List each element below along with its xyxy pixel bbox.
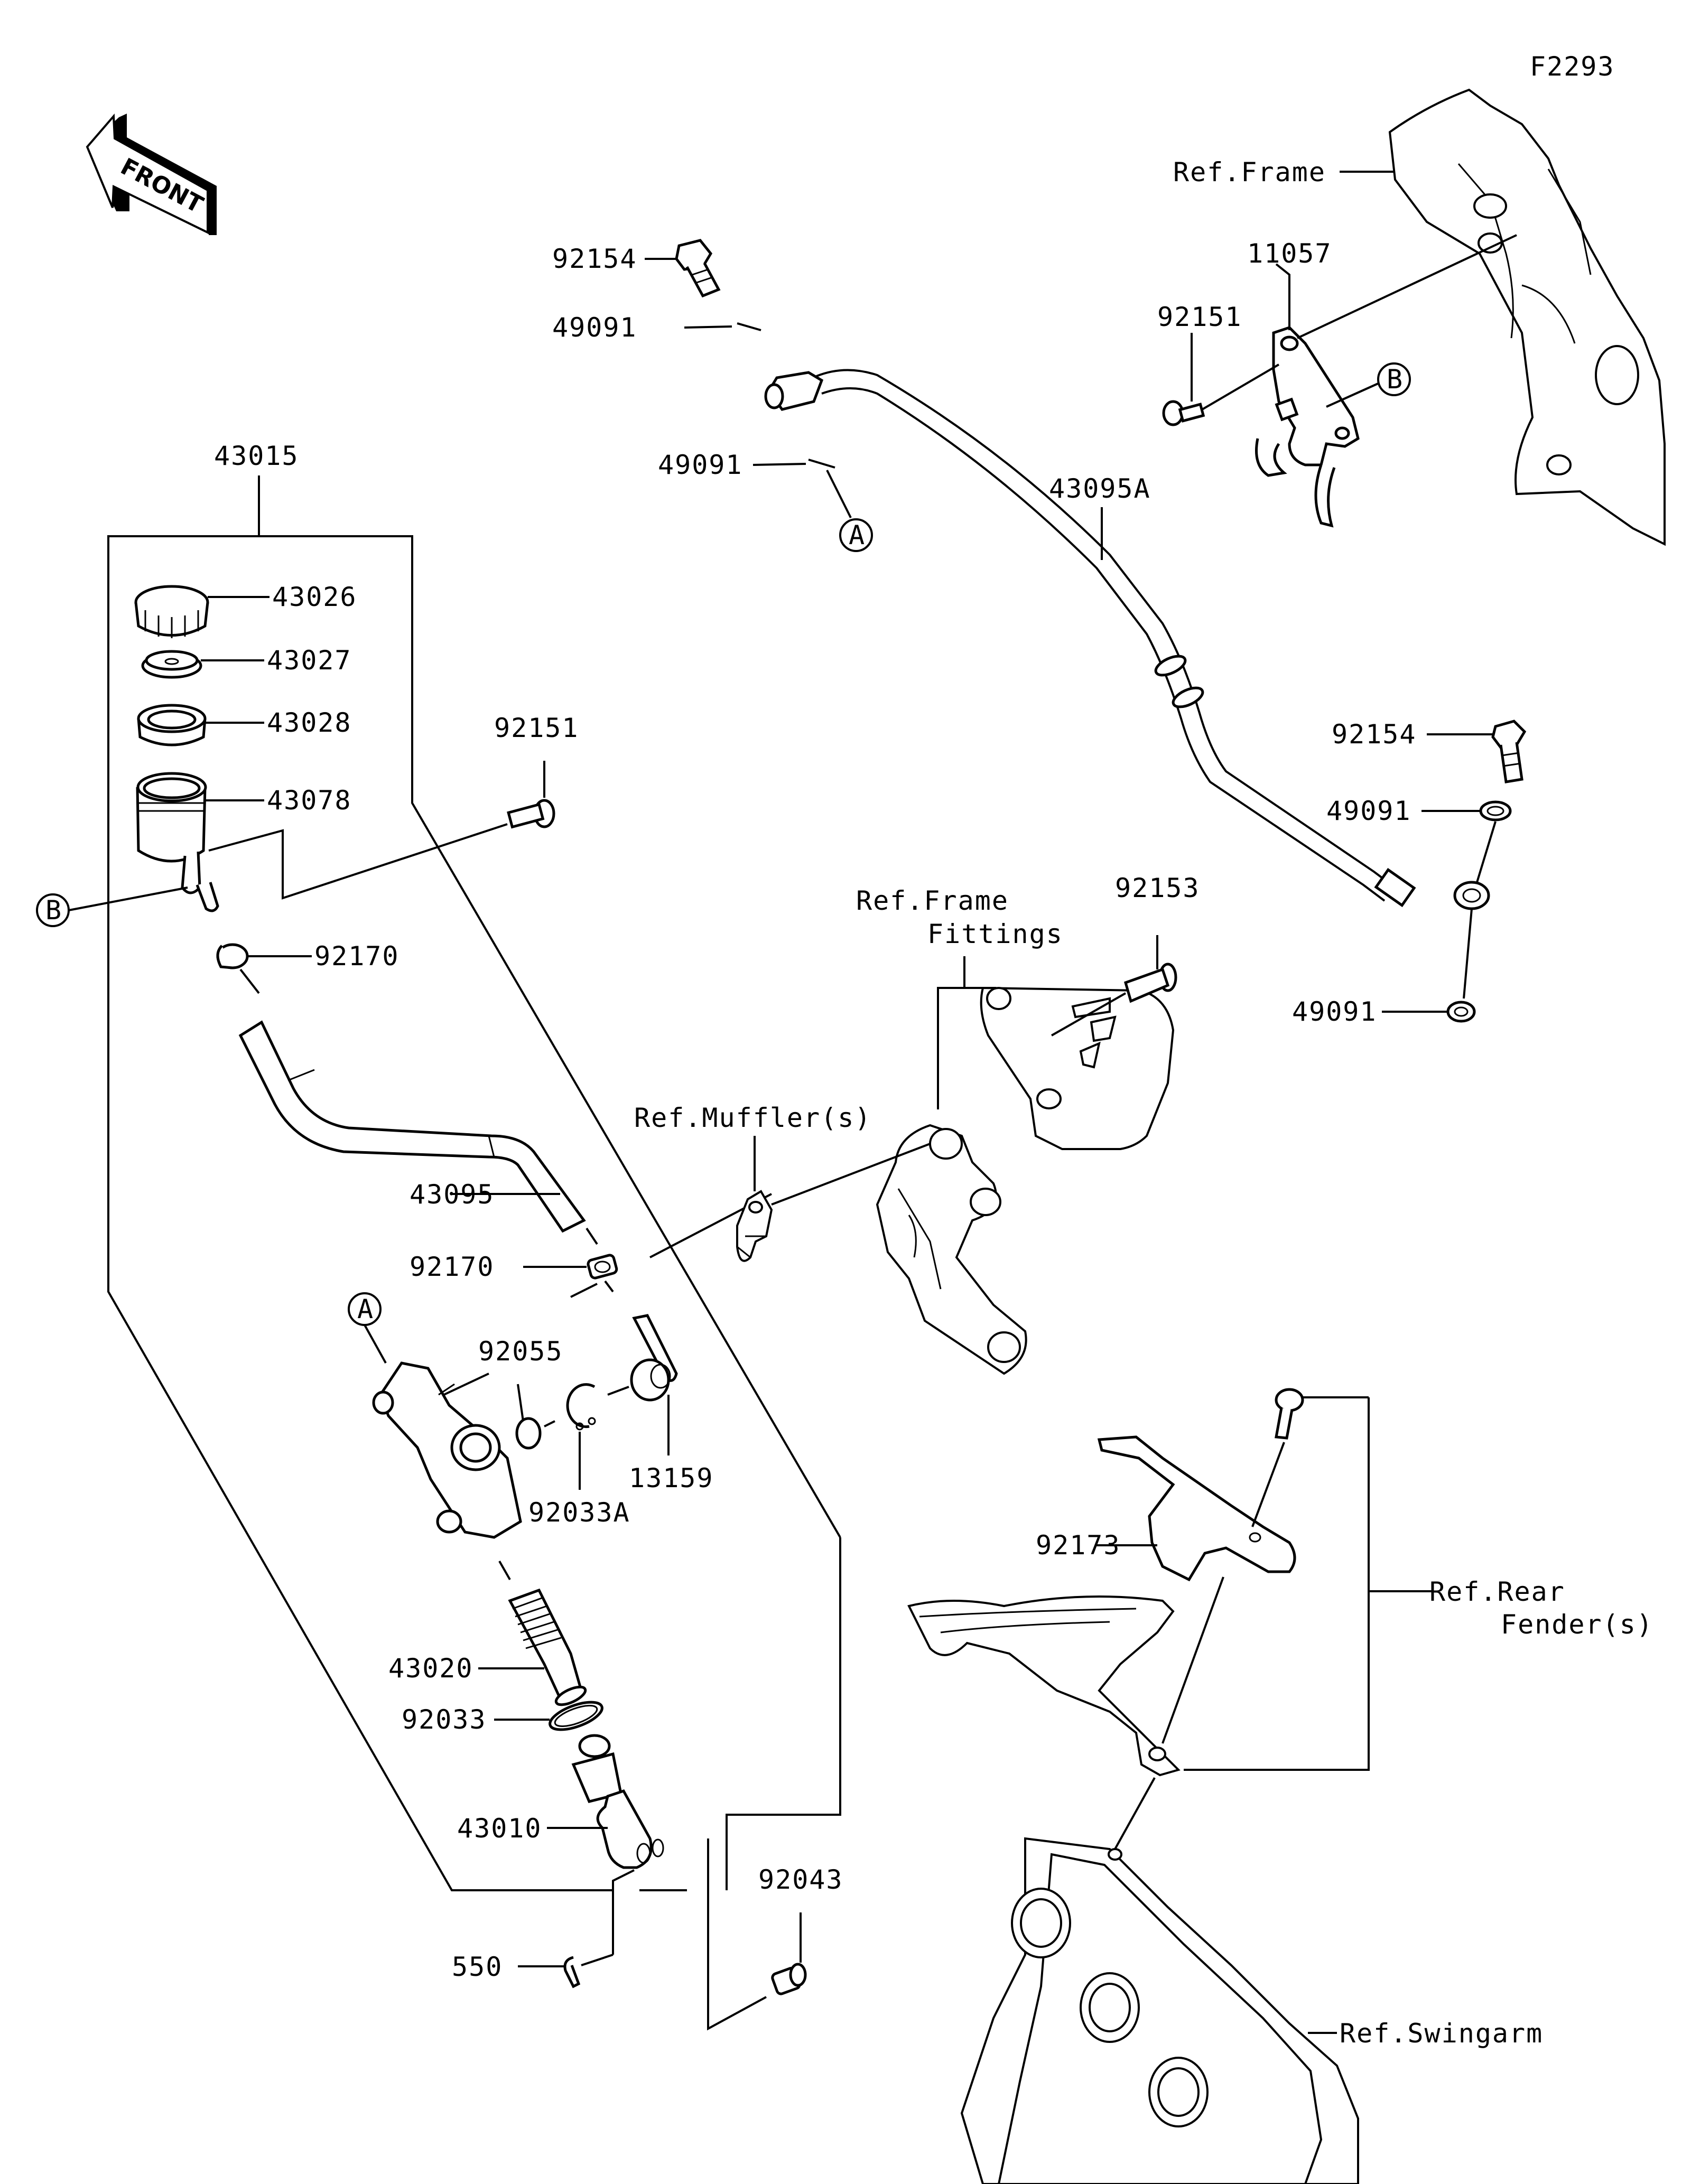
- ref-label-rear-fender-2[interactable]: Fender(s): [1501, 1609, 1653, 1640]
- callout-b-left: B: [36, 886, 188, 927]
- part-label-43028[interactable]: 43028: [267, 707, 352, 738]
- part-label-43015[interactable]: 43015: [214, 441, 299, 471]
- clamp-92170-a[interactable]: [216, 943, 249, 969]
- ref-label-frame-fittings-1[interactable]: Ref.Frame: [856, 885, 1009, 916]
- part-label-92033[interactable]: 92033: [402, 1704, 487, 1735]
- reservoir-43078[interactable]: [136, 772, 219, 912]
- fitting-13159[interactable]: [630, 1314, 678, 1402]
- hose-43095[interactable]: [238, 1020, 586, 1233]
- callout-a-top: A: [826, 470, 873, 552]
- cotter-pin-550[interactable]: [563, 1956, 581, 1989]
- part-label-43078[interactable]: 43078: [267, 785, 352, 816]
- part-label-92154-right[interactable]: 92154: [1332, 719, 1417, 750]
- reservoir-cap-43026[interactable]: [134, 585, 209, 638]
- ref-label-swingarm[interactable]: Ref.Swingarm: [1340, 2018, 1543, 2049]
- svg-text:B: B: [45, 895, 62, 926]
- part-label-92151-mid[interactable]: 92151: [494, 713, 579, 743]
- diaphragm-plate-43027[interactable]: [141, 650, 202, 679]
- part-label-92153[interactable]: 92153: [1115, 873, 1200, 903]
- part-label-92170-a[interactable]: 92170: [314, 941, 399, 972]
- circlip-92033[interactable]: [546, 1696, 605, 1735]
- bolt-92151-mid[interactable]: [507, 799, 555, 829]
- part-label-49091-a[interactable]: 49091: [552, 312, 637, 343]
- part-label-43095a[interactable]: 43095A: [1049, 473, 1151, 504]
- hose-end-fitting-top[interactable]: [764, 371, 824, 411]
- ref-label-frame-fittings-2[interactable]: Fittings: [927, 919, 1063, 949]
- part-label-92173[interactable]: 92173: [1036, 1530, 1121, 1561]
- callout-a-lower: A: [348, 1292, 387, 1364]
- part-label-43010[interactable]: 43010: [457, 1813, 542, 1844]
- part-label-11057[interactable]: 11057: [1247, 238, 1332, 269]
- ref-label-muffler[interactable]: Ref.Muffler(s): [634, 1103, 871, 1133]
- part-label-43027[interactable]: 43027: [267, 645, 352, 676]
- piston-43020[interactable]: [508, 1588, 588, 1709]
- svg-text:B: B: [1387, 364, 1404, 395]
- screw-top-right[interactable]: [1275, 1388, 1304, 1440]
- washer-49091-c[interactable]: [1479, 800, 1512, 822]
- part-label-43026[interactable]: 43026: [272, 582, 357, 612]
- part-label-92043[interactable]: 92043: [758, 1864, 843, 1895]
- part-label-49091-b[interactable]: 49091: [658, 450, 743, 480]
- muffler-bracket-reference: [736, 1190, 773, 1262]
- banjo-bolt-92154-top[interactable]: [675, 239, 721, 298]
- part-label-92055[interactable]: 92055: [478, 1336, 563, 1367]
- frame-reference-drawing: [1388, 88, 1666, 546]
- ref-label-frame[interactable]: Ref.Frame: [1173, 157, 1326, 188]
- diaphragm-43028[interactable]: [137, 704, 207, 746]
- callout-b-right: B: [1326, 362, 1411, 408]
- part-label-43095[interactable]: 43095: [410, 1179, 495, 1210]
- rear-fender-reference-drawing: [907, 1595, 1181, 1777]
- part-label-49091-c[interactable]: 49091: [1326, 796, 1411, 826]
- banjo-eye-fitting[interactable]: [1453, 881, 1490, 910]
- master-cylinder-body[interactable]: [372, 1361, 522, 1539]
- bolt-92153[interactable]: [1123, 963, 1177, 1003]
- part-label-92170-b[interactable]: 92170: [410, 1252, 495, 1282]
- cable-guide-92173[interactable]: [1097, 1435, 1296, 1582]
- front-arrow-icon: FRONT: [86, 113, 217, 235]
- part-label-92033a[interactable]: 92033A: [528, 1497, 630, 1528]
- clamp-92170-b[interactable]: [587, 1254, 618, 1280]
- part-label-92154-top[interactable]: 92154: [552, 244, 637, 274]
- part-label-92151-top[interactable]: 92151: [1157, 302, 1242, 332]
- part-label-49091-d[interactable]: 49091: [1292, 996, 1377, 1027]
- part-label-43020[interactable]: 43020: [388, 1653, 473, 1684]
- washer-49091-b[interactable]: [808, 459, 835, 469]
- bracket-11057[interactable]: [1255, 326, 1360, 528]
- washer-49091-a[interactable]: [737, 322, 761, 331]
- push-rod-43010[interactable]: [571, 1734, 664, 1869]
- swingarm-reference-drawing: [960, 1837, 1359, 2184]
- pin-92043[interactable]: [771, 1963, 807, 1995]
- part-label-550[interactable]: 550: [452, 1952, 503, 1982]
- circlip-92033a[interactable]: [566, 1383, 596, 1431]
- svg-text:A: A: [357, 1294, 374, 1324]
- banjo-bolt-92154-right[interactable]: [1491, 720, 1527, 783]
- washer-49091-d[interactable]: [1446, 1001, 1476, 1023]
- part-label-13159[interactable]: 13159: [629, 1463, 714, 1494]
- ref-label-rear-fender-1[interactable]: Ref.Rear: [1429, 1576, 1565, 1607]
- brake-hose-43095a[interactable]: [816, 369, 1416, 908]
- frame-fittings-reference-drawing: [876, 986, 1175, 1375]
- svg-text:A: A: [849, 520, 866, 550]
- figure-id: F2293: [1530, 51, 1615, 82]
- o-ring-92055[interactable]: [515, 1417, 542, 1450]
- bolt-92151-top[interactable]: [1162, 400, 1205, 426]
